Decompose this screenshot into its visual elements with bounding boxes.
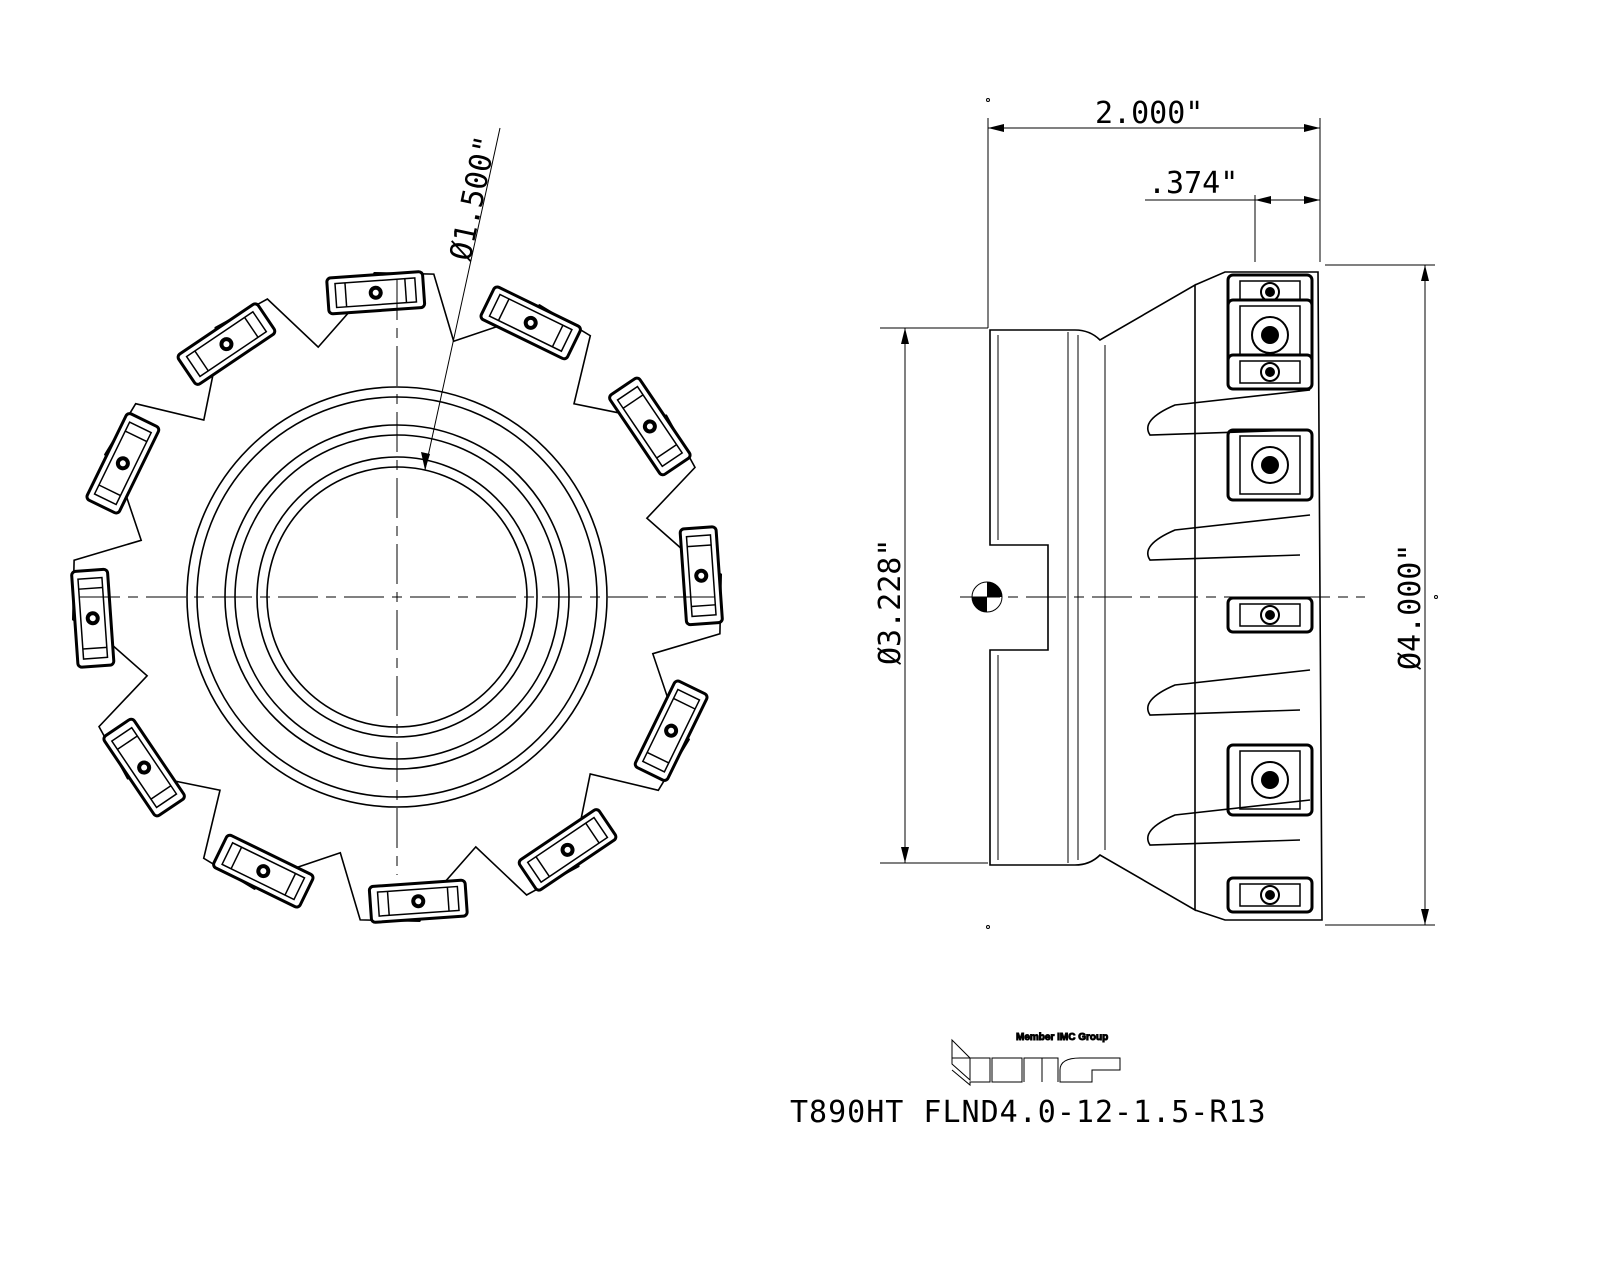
bore-leader xyxy=(424,127,501,471)
chip-flute xyxy=(1147,669,1311,716)
insert-side xyxy=(1226,353,1314,391)
ref-point xyxy=(986,98,990,102)
inserts-side xyxy=(1147,273,1314,914)
length-label: 2.000" xyxy=(1095,96,1203,131)
side-view: 2.000" .374" Ø3.228" Ø4.000" xyxy=(873,96,1438,929)
insert xyxy=(212,833,315,909)
cutting-diameter-label: Ø4.000" xyxy=(1393,544,1428,670)
insert xyxy=(479,285,582,361)
chip-flute xyxy=(1147,514,1311,561)
insert xyxy=(325,270,427,316)
insert xyxy=(678,525,724,627)
cutting-head-outline xyxy=(1194,271,1323,921)
insert xyxy=(608,376,692,477)
insert-side xyxy=(1226,876,1314,914)
ref-point xyxy=(1434,595,1438,599)
insert-side xyxy=(1226,596,1314,634)
insert xyxy=(633,679,709,782)
insert xyxy=(102,717,186,818)
ref-point xyxy=(986,925,990,929)
front-view: Ø1.500" xyxy=(70,127,724,924)
shank-outline xyxy=(989,283,1196,912)
insert xyxy=(70,567,116,669)
insert xyxy=(367,878,469,924)
logo-tagline: Member IMC Group xyxy=(1016,1032,1108,1043)
part-number-title: T890HT FLND4.0-12-1.5-R13 xyxy=(790,1095,1267,1130)
insert xyxy=(85,412,161,515)
bore-ring xyxy=(256,456,538,738)
insert xyxy=(517,808,618,892)
shank-diameter-label: Ø3.228" xyxy=(873,539,908,665)
iscar-logo: Member IMC Group xyxy=(951,1032,1121,1087)
insert xyxy=(176,302,277,386)
leader-arrow xyxy=(421,452,430,470)
inserts-front xyxy=(70,270,724,924)
insert-side xyxy=(1226,428,1314,502)
dim-arrows xyxy=(1255,196,1320,204)
insert-side xyxy=(1226,743,1314,817)
flange-label: .374" xyxy=(1148,166,1238,201)
cutter-body-outline xyxy=(71,271,723,923)
chip-flute xyxy=(1147,389,1311,436)
bore-diameter-label: Ø1.500" xyxy=(444,133,505,264)
outer-ring xyxy=(186,386,608,808)
chip-flute xyxy=(1147,799,1311,846)
